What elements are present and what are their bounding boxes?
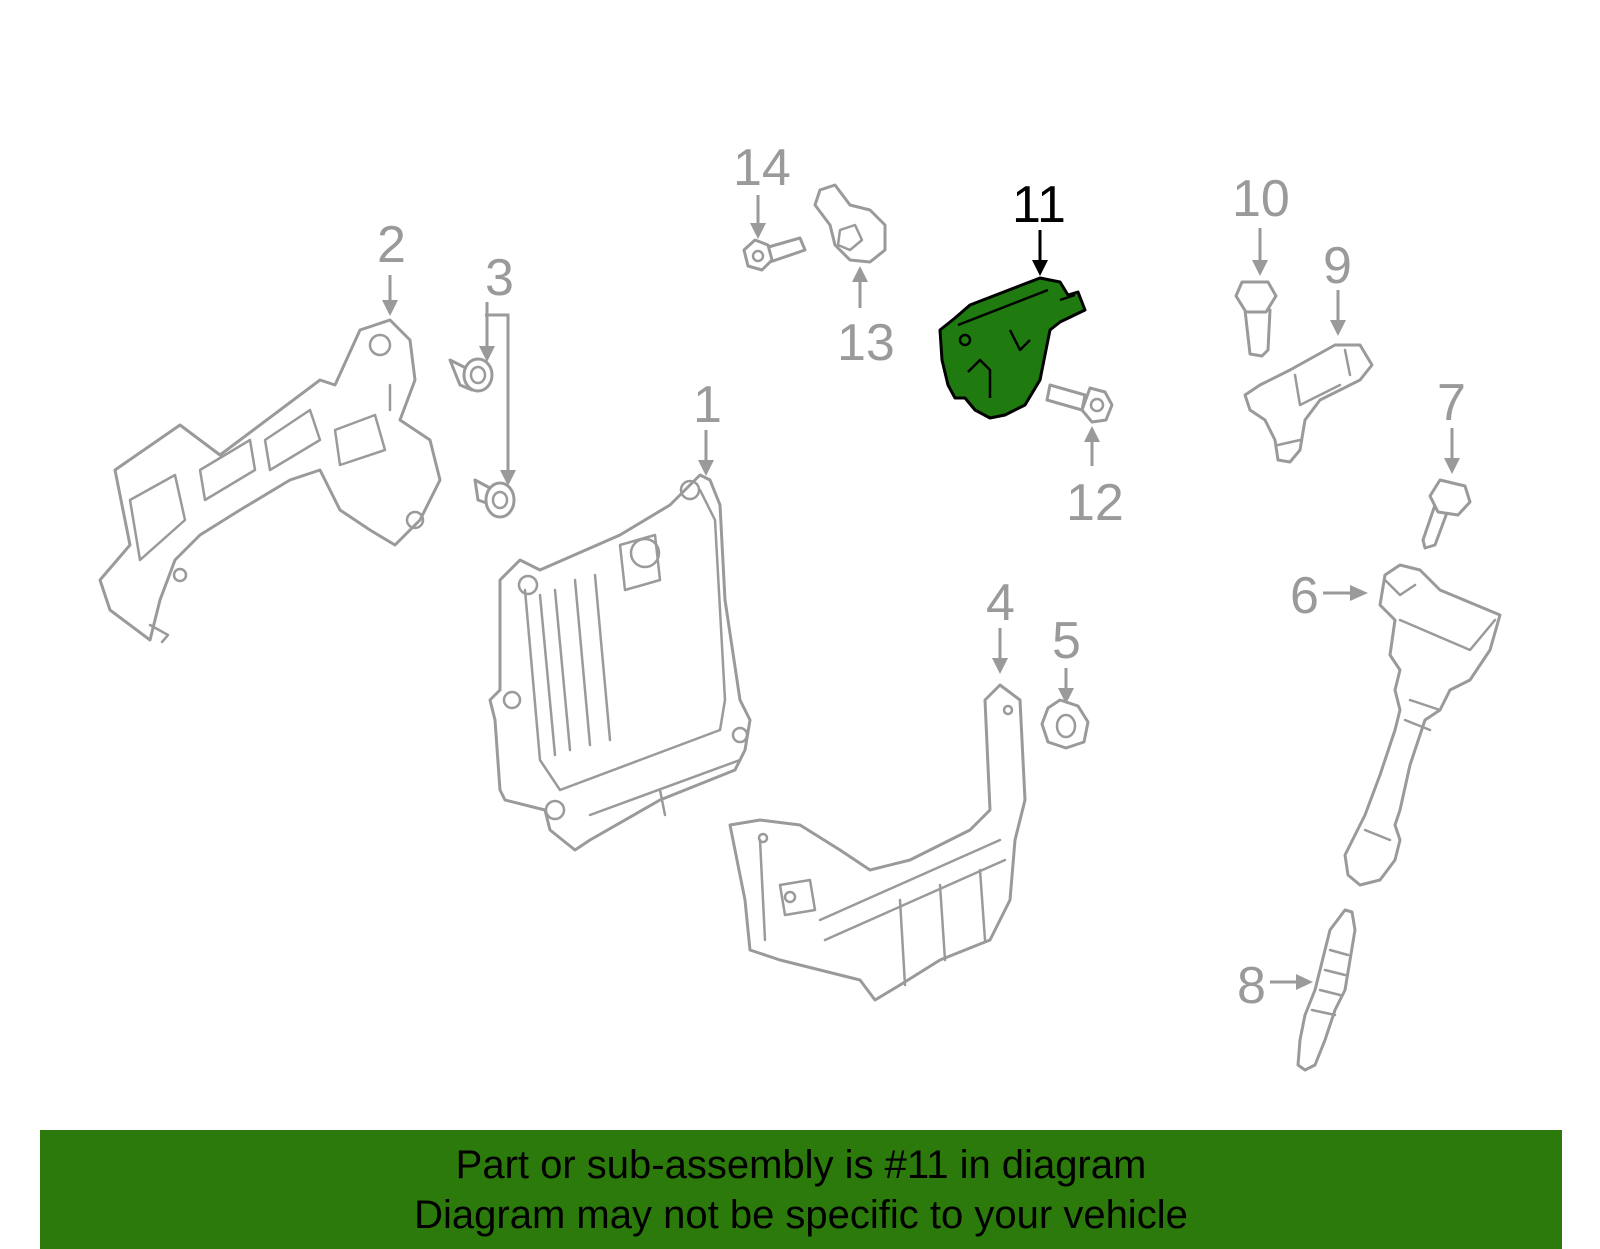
info-banner: Part or sub-assembly is #11 in diagram D… [40,1130,1562,1249]
callout-3[interactable]: 3 [485,249,514,307]
part-13-sensor[interactable] [813,183,887,264]
part-14-bolt[interactable] [742,236,807,272]
callout-9[interactable]: 9 [1323,237,1352,295]
callout-1[interactable]: 1 [693,376,722,434]
callout-7[interactable]: 7 [1437,374,1466,432]
part-4-cover[interactable] [728,683,1027,1002]
part-10-bolt[interactable] [1234,280,1278,358]
callout-13[interactable]: 13 [837,314,895,372]
callout-10[interactable]: 10 [1232,170,1290,228]
callout-8[interactable]: 8 [1237,957,1266,1015]
banner-line-1: Part or sub-assembly is #11 in diagram [455,1143,1147,1187]
part-3-clip-upper[interactable] [448,357,494,393]
part-5-nut[interactable] [1040,698,1090,750]
leader-8 [1270,974,1313,990]
callout-14[interactable]: 14 [733,139,791,197]
part-1-ecu[interactable] [488,473,752,852]
callout-11[interactable]: 11 [1012,176,1066,234]
part-8-spark-plug[interactable] [1296,908,1357,1072]
leader-12 [1084,426,1100,466]
leader-4 [992,628,1008,674]
callout-2[interactable]: 2 [377,216,406,274]
part-2-bracket[interactable] [98,318,442,644]
leader-9 [1330,290,1346,336]
part-12-bolt[interactable] [1045,383,1114,424]
part-11-cam-sensor[interactable] [938,276,1087,420]
leader-2 [382,275,398,316]
part-9-sensor[interactable] [1243,343,1374,464]
leader-11 [1032,230,1048,276]
leader-3 [479,302,516,486]
part-3-clip-lower[interactable] [473,478,516,519]
callout-5[interactable]: 5 [1052,612,1081,670]
leader-13 [852,266,868,308]
part-6-ignition-coil[interactable] [1343,563,1502,887]
leader-10 [1252,228,1268,276]
callout-12[interactable]: 12 [1066,474,1124,532]
callout-6[interactable]: 6 [1290,567,1319,625]
leader-1 [698,430,714,476]
part-7-bolt[interactable] [1421,478,1472,550]
leader-6 [1323,585,1368,601]
leader-7 [1444,428,1460,474]
callout-4[interactable]: 4 [986,574,1015,632]
leader-14 [750,195,766,239]
leader-5 [1058,668,1074,704]
banner-line-2: Diagram may not be specific to your vehi… [414,1193,1188,1237]
